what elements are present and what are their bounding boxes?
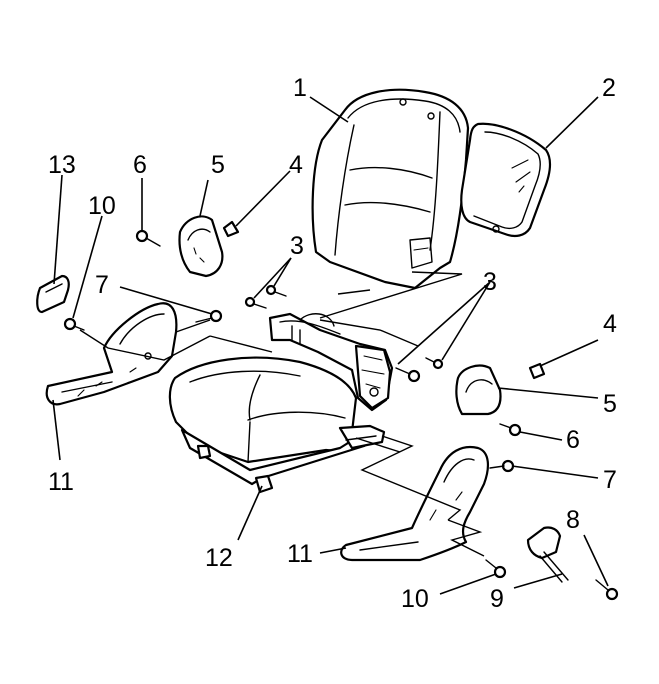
callout-3-right: 3 <box>483 268 497 296</box>
bolt-6-left <box>135 229 161 247</box>
callout-6-right: 6 <box>566 426 580 454</box>
bolt-10-left <box>63 317 85 331</box>
bolt-6-right <box>499 423 522 437</box>
bolt-10-lower <box>485 559 507 579</box>
callout-9: 9 <box>490 585 504 613</box>
callout-4-upper: 4 <box>289 151 303 179</box>
callout-11-lower: 11 <box>287 540 313 568</box>
bolt-8 <box>595 579 619 601</box>
callout-5-upper: 5 <box>211 151 225 179</box>
callout-4-right: 4 <box>603 310 617 338</box>
callout-1: 1 <box>293 74 307 102</box>
seat-bottom-cushion <box>168 356 384 494</box>
callout-11-left: 11 <box>48 468 74 496</box>
seat-frame-mechanism <box>268 312 394 412</box>
callout-7-lower: 7 <box>603 466 617 494</box>
clip-4-right <box>528 362 546 380</box>
left-outer-shield <box>45 302 178 406</box>
bolt-7-lower <box>489 459 515 473</box>
bolt-3-right-b <box>425 357 444 370</box>
seat-belt-buckle <box>526 526 569 583</box>
callout-3-upper: 3 <box>290 232 304 260</box>
callout-labels: 1 2 13 6 5 4 10 3 7 3 4 5 6 11 7 8 12 11… <box>48 74 617 613</box>
callout-8: 8 <box>566 506 580 534</box>
callout-13: 13 <box>48 151 76 179</box>
assembly-guide-lines <box>79 271 485 557</box>
hinge-cover-right <box>455 364 502 416</box>
bolt-3-right-a <box>395 367 421 383</box>
callout-7-upper: 7 <box>95 271 109 299</box>
leader-lines <box>52 96 609 595</box>
callout-6-upper: 6 <box>133 151 147 179</box>
bolt-3-left-b <box>265 284 287 297</box>
clip-4-upper <box>222 220 240 238</box>
right-outer-shield <box>340 445 490 562</box>
callout-12: 12 <box>205 544 233 572</box>
callout-5-right: 5 <box>603 390 617 418</box>
bolt-3-left-a <box>244 296 267 309</box>
bolt-7-upper <box>195 309 223 323</box>
callout-10-lower: 10 <box>401 585 429 613</box>
callout-10-upper: 10 <box>88 192 116 220</box>
hinge-cover-upper-left <box>178 215 224 278</box>
side-trim-piece <box>36 274 70 314</box>
callout-2: 2 <box>602 74 616 102</box>
seat-back-cushion <box>311 88 470 290</box>
seat-back-panel <box>460 122 552 238</box>
